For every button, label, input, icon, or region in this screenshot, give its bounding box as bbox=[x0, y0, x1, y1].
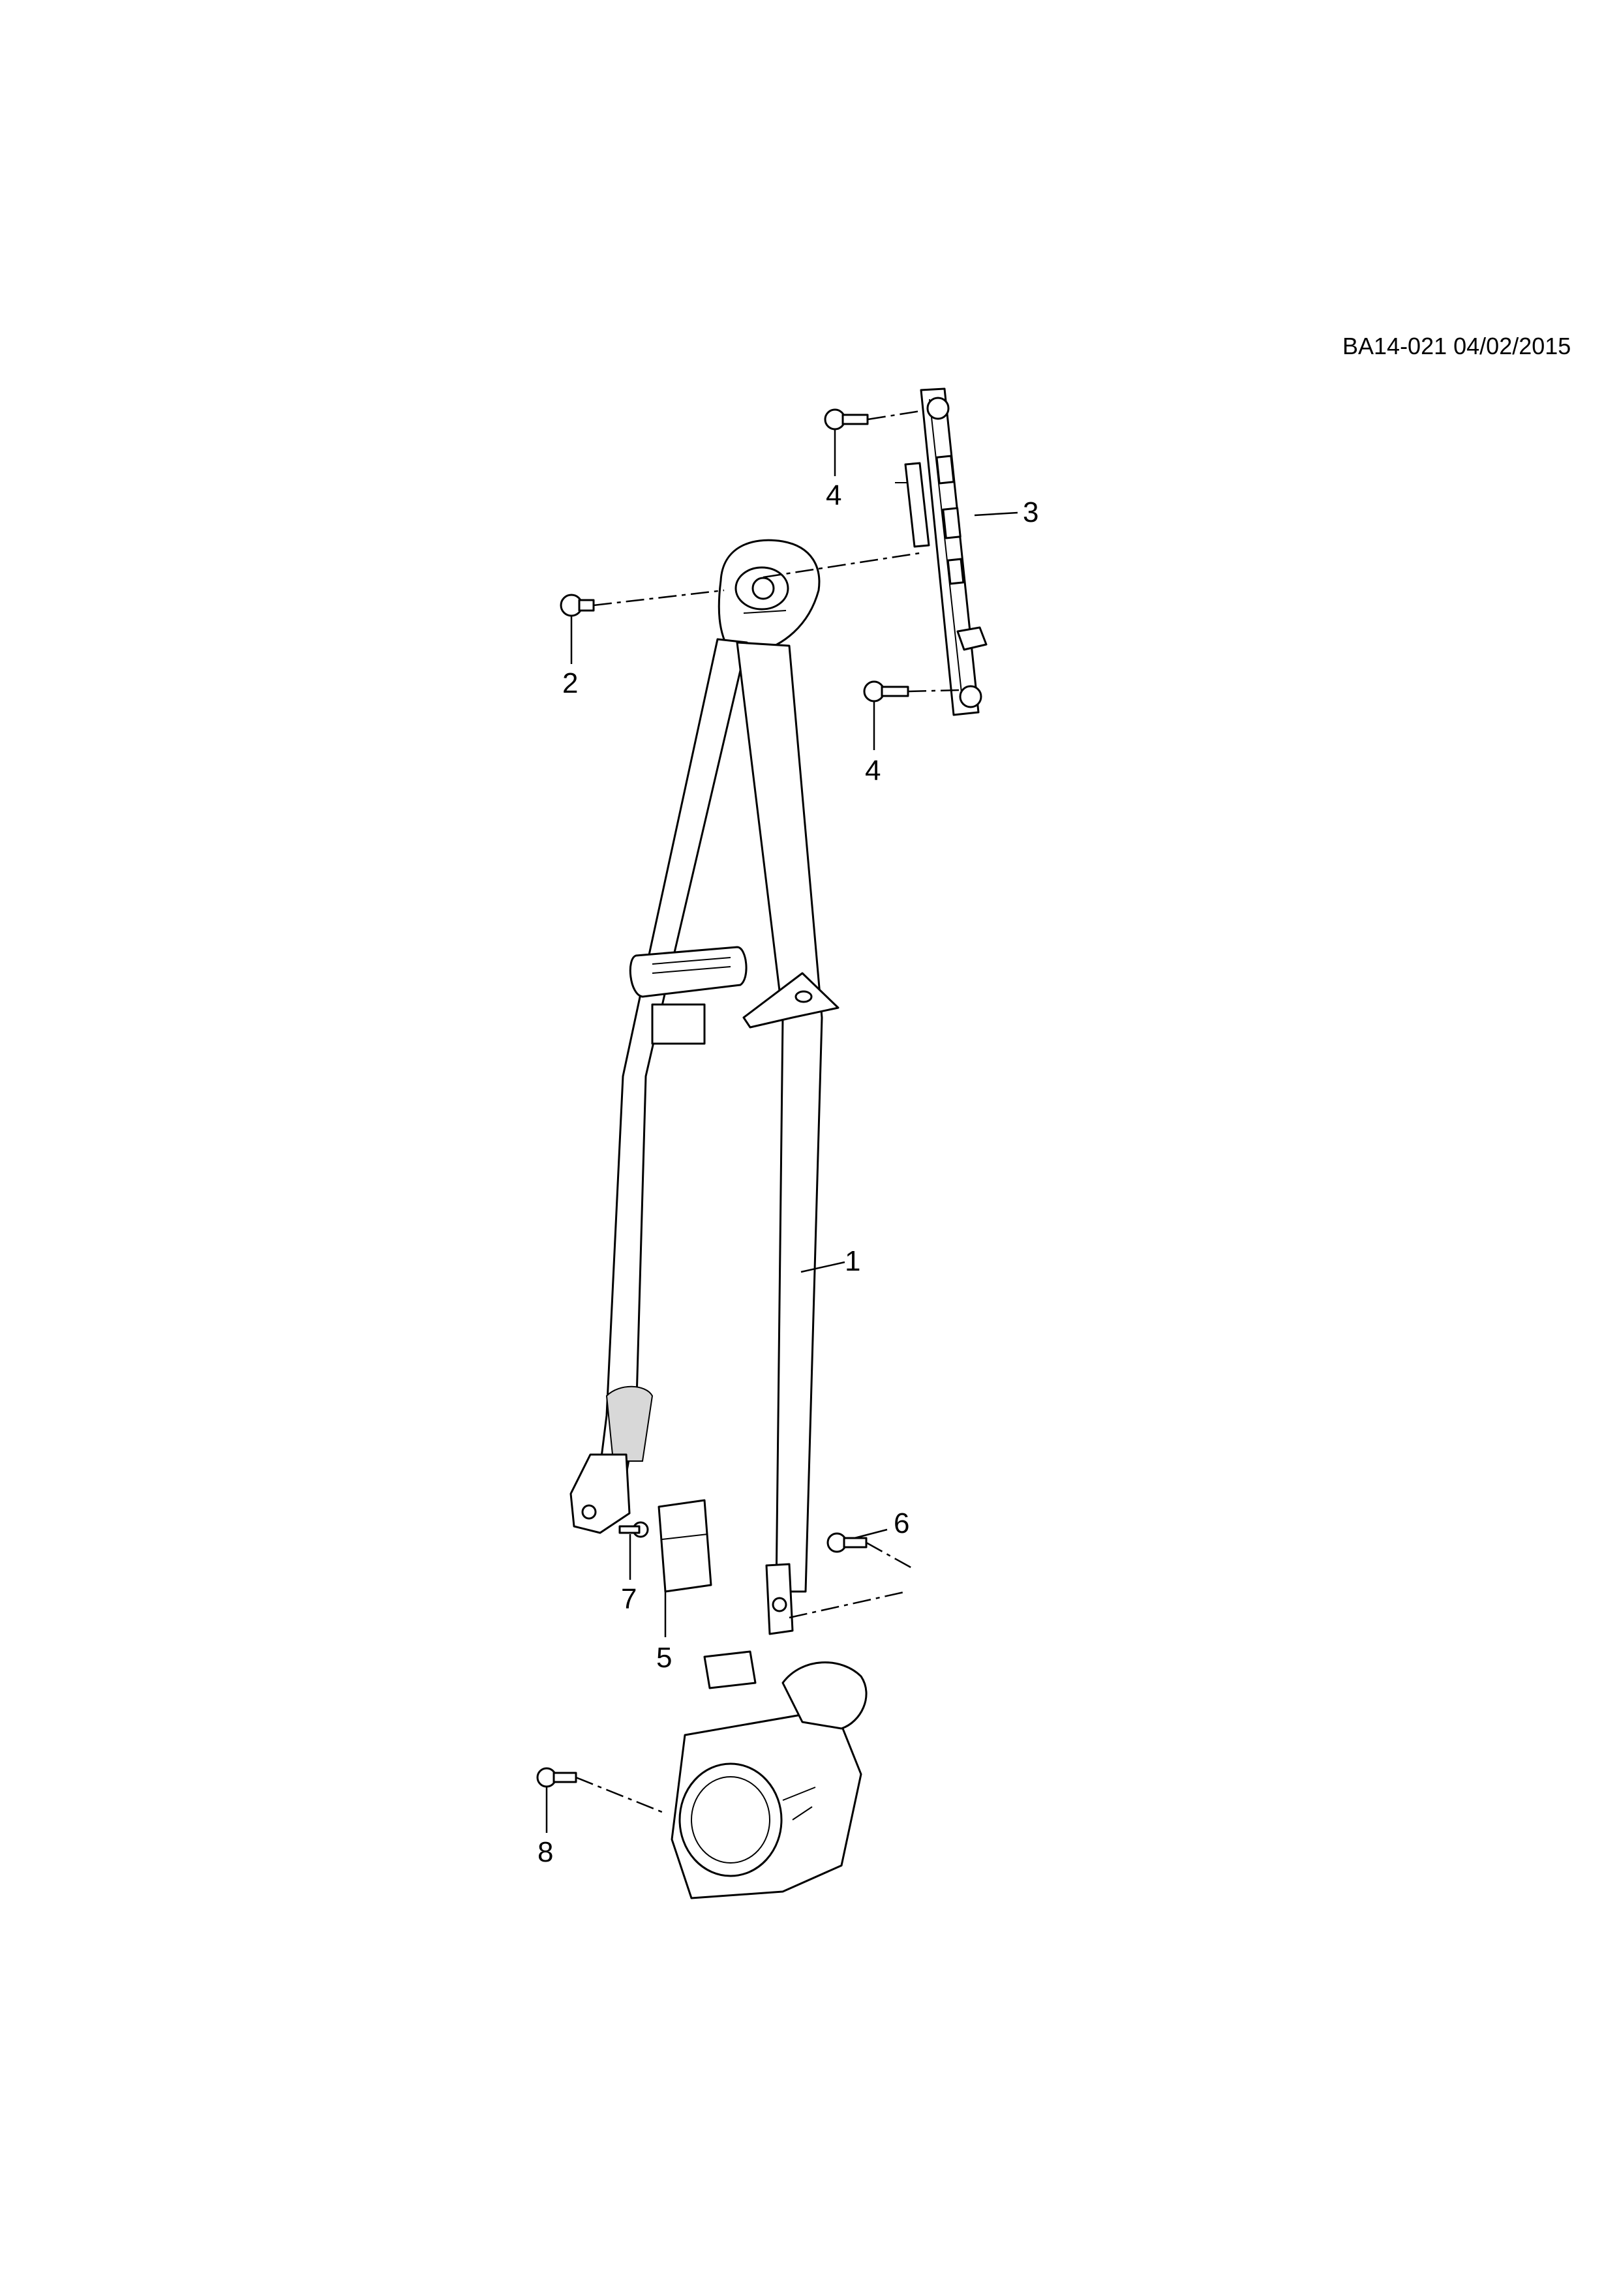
seat-belt-webbing bbox=[599, 638, 823, 1593]
lower-anchor-plate bbox=[569, 1453, 631, 1534]
height-adjuster-rail bbox=[895, 387, 988, 716]
webbing-stopper-clip bbox=[629, 946, 748, 1045]
assembly-lines bbox=[575, 410, 960, 1815]
drawing-reference: BA14-021 04/02/2015 bbox=[1342, 333, 1571, 359]
callout-2: 2 bbox=[562, 667, 578, 699]
callout-3: 3 bbox=[1023, 496, 1038, 528]
callout-1: 1 bbox=[845, 1245, 860, 1277]
bolt-part-8 bbox=[536, 1767, 577, 1788]
callout-4-lower: 4 bbox=[865, 755, 881, 787]
pillar-loop-bracket bbox=[742, 972, 840, 1029]
callout-7: 7 bbox=[621, 1583, 637, 1615]
bolt-part-2 bbox=[560, 594, 595, 617]
bolt-part-6 bbox=[826, 1532, 868, 1553]
bolt-part-4-lower bbox=[863, 680, 909, 702]
callout-6: 6 bbox=[894, 1507, 909, 1539]
callout-8: 8 bbox=[537, 1836, 553, 1868]
leader-lines bbox=[545, 429, 1018, 1833]
belt-retractor bbox=[671, 1563, 868, 1899]
anchor-cover bbox=[658, 1499, 712, 1593]
shoulder-guide-d-ring bbox=[718, 539, 821, 654]
bolt-part-4-upper bbox=[824, 408, 869, 430]
callout-5: 5 bbox=[656, 1642, 672, 1674]
bolt-part-7 bbox=[618, 1521, 649, 1538]
callout-4-upper: 4 bbox=[826, 479, 841, 511]
